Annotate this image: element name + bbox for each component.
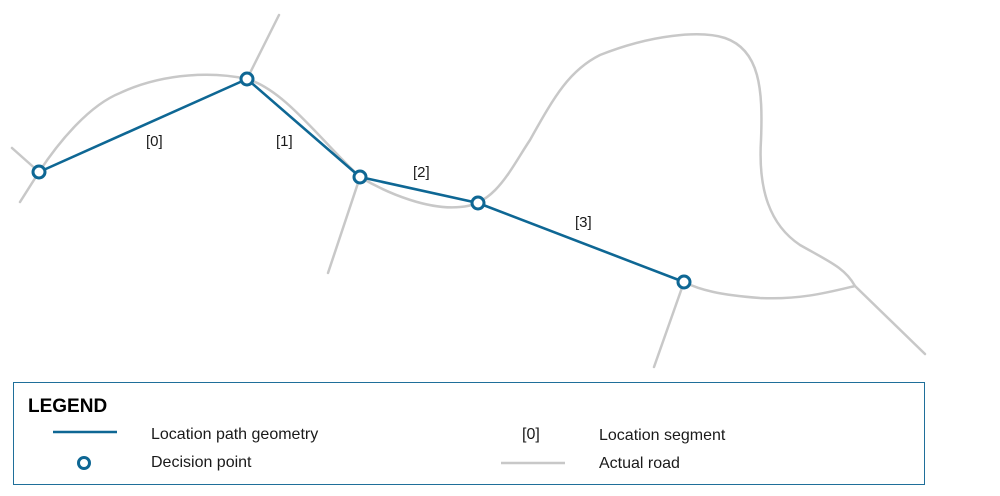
legend-segment-sample: [0] (522, 426, 540, 443)
decision-point-2 (239, 71, 255, 87)
segment-label-2: [2] (413, 164, 430, 181)
decision-point-4 (470, 195, 486, 211)
actual-road-branch-top (245, 13, 281, 81)
actual-road-branch-mid (326, 175, 362, 275)
legend-decision-point-label: Decision point (151, 454, 252, 471)
legend-actual-road-label: Actual road (599, 455, 680, 472)
segment-label-1: [1] (276, 133, 293, 150)
decision-point-1 (31, 164, 47, 180)
legend-title: LEGEND (28, 396, 108, 417)
legend-box: LEGEND Location path geometry Decision p… (13, 382, 925, 485)
decision-point-3 (352, 169, 368, 185)
path-line-icon (53, 430, 117, 434)
actual-road-branch-far-right (853, 284, 927, 356)
legend-location-segment-label: Location segment (599, 427, 726, 444)
road-line-icon (501, 461, 565, 465)
actual-road-branch-right (652, 280, 686, 369)
actual-road-main (10, 33, 857, 300)
decision-point-5 (676, 274, 692, 290)
segment-label-0: [0] (146, 133, 163, 150)
segment-label-3: [3] (575, 214, 592, 231)
legend-path-geometry-label: Location path geometry (151, 426, 319, 443)
decision-point-icon (77, 456, 91, 470)
